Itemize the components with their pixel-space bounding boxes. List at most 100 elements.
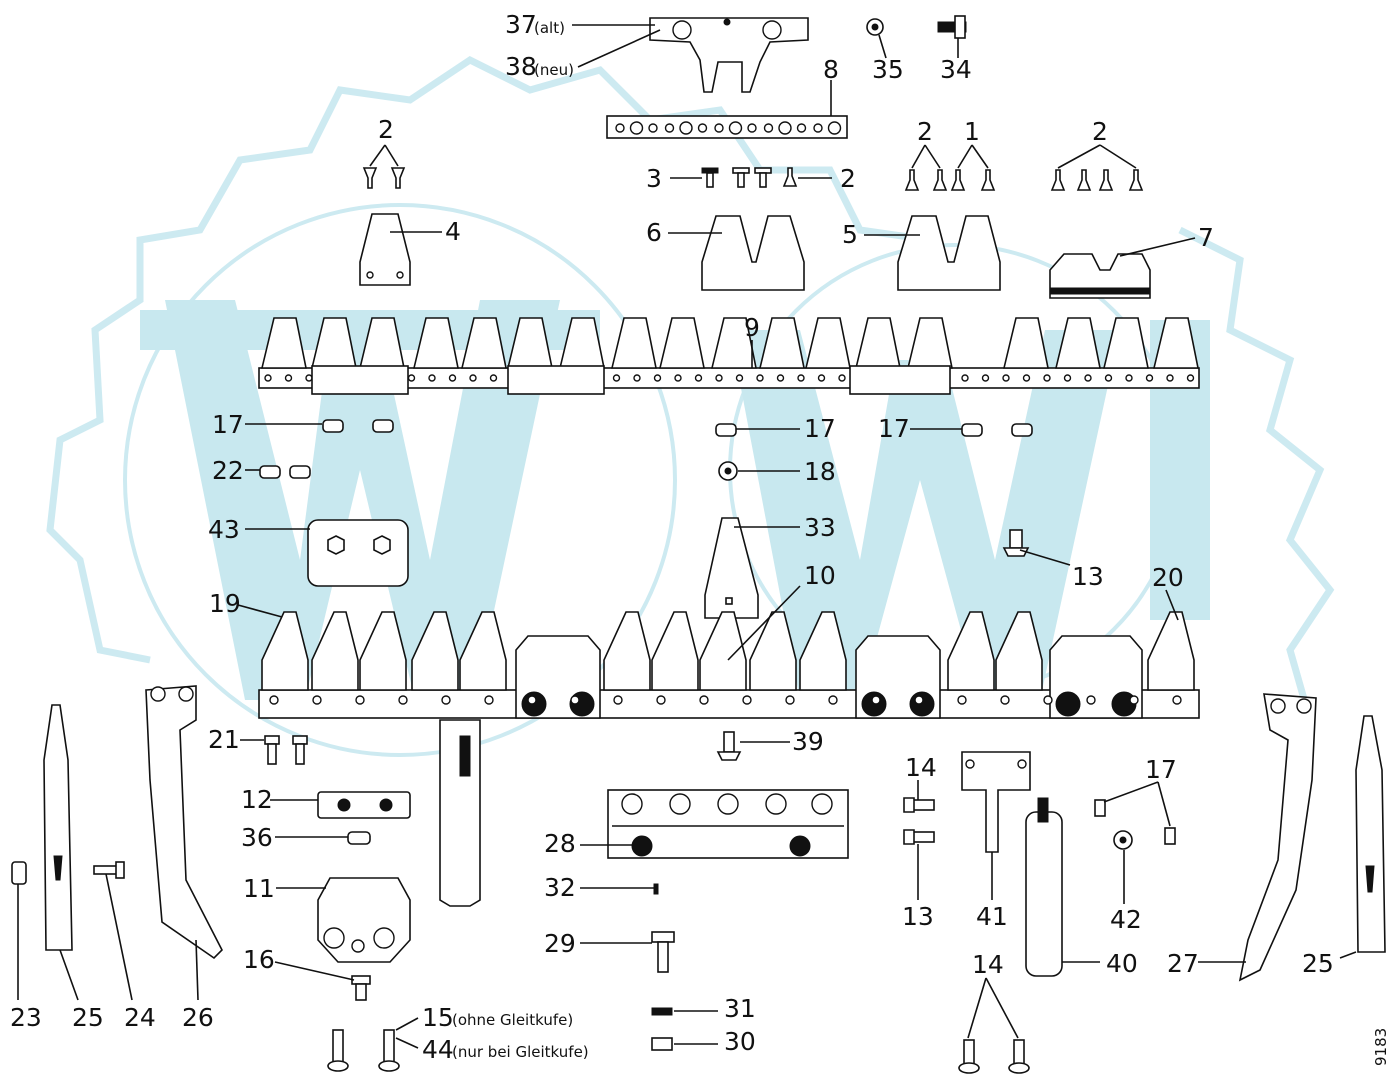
knife-rivet-hole [817, 374, 826, 382]
guard-finger [603, 611, 651, 691]
label-18: 18 [804, 457, 836, 486]
knife-clip-plate [507, 365, 605, 395]
drawing-number: 9183 [1372, 1028, 1390, 1066]
clamp-12 [317, 791, 411, 819]
guard-finger [995, 611, 1043, 691]
knife-rivet-hole [1145, 374, 1154, 382]
guard-finger [947, 611, 995, 691]
label-32: 32 [544, 873, 576, 902]
knife-section [658, 317, 705, 369]
bar-hole [796, 123, 807, 133]
guard-hole [484, 695, 494, 705]
label-2d: 2 [1092, 117, 1108, 146]
guard-hole [269, 695, 279, 705]
bolt-24 [93, 861, 125, 879]
knife-plate-7 [1049, 253, 1151, 299]
label-12: 12 [241, 785, 273, 814]
guard-finger [411, 611, 459, 691]
bar-hole [648, 123, 658, 133]
label-5: 5 [842, 220, 858, 249]
bolt-29 [651, 931, 675, 973]
knife-rivet-hole [428, 374, 436, 382]
guard-clip-nut [909, 691, 935, 717]
label-20: 20 [1152, 563, 1184, 592]
bolts-21 [264, 735, 308, 765]
label-38: 38 [505, 52, 537, 81]
label-1: 1 [964, 117, 980, 146]
rivet-group-3 [701, 167, 798, 188]
knife-section [460, 317, 507, 369]
label-17a: 17 [212, 410, 244, 439]
bar-hole [615, 123, 625, 133]
holder-41 [961, 751, 1031, 853]
label-25b: 25 [1302, 949, 1334, 978]
bolt-16 [351, 975, 371, 1001]
label-14b: 14 [972, 950, 1004, 979]
label-3: 3 [646, 164, 662, 193]
label-29: 29 [544, 929, 576, 958]
guard-finger [311, 611, 359, 691]
guard-finger [749, 611, 797, 691]
knife-back-8 [606, 115, 848, 139]
rivet-group-1-2 [904, 169, 996, 191]
knife-section [260, 317, 307, 369]
knife-rivet-hole [1022, 374, 1031, 382]
guide-11 [317, 877, 411, 963]
knife-rivet-hole [694, 374, 703, 382]
label-15-note: (ohne Gleitkufe) [452, 1011, 573, 1029]
knife-rivet-hole [448, 374, 457, 382]
pin-32 [653, 883, 659, 895]
label-23: 23 [10, 1003, 42, 1032]
label-14a: 14 [905, 753, 937, 782]
guard-hole [914, 695, 924, 705]
guard-hole [527, 695, 537, 705]
knife-rivet-hole [756, 374, 764, 382]
guard-finger [1147, 611, 1195, 691]
knife-rivet-hole [1002, 374, 1010, 382]
bar-hole [679, 121, 693, 135]
ring-left [123, 203, 677, 757]
skid-40 [1025, 797, 1063, 977]
knife-rivet-hole [1125, 374, 1133, 382]
knife-section [906, 317, 953, 369]
label-43: 43 [208, 515, 240, 544]
guard-hole [1000, 695, 1010, 705]
guard-finger [651, 611, 699, 691]
nuts-17-22 [259, 419, 1033, 479]
knife-rivet-hole [284, 374, 293, 382]
knife-rivet-hole [489, 374, 498, 382]
knife-rivet-hole [653, 374, 662, 382]
knife-rivet-hole [264, 374, 272, 382]
label-10: 10 [804, 561, 836, 590]
clip-31 [651, 1007, 673, 1016]
plate-28 [607, 789, 849, 859]
label-7: 7 [1198, 223, 1214, 252]
label-6: 6 [646, 218, 662, 247]
bar-hole [728, 121, 743, 135]
bar-hole [778, 121, 792, 135]
knife-rivet-hole [715, 374, 723, 382]
knife-section [804, 317, 851, 369]
label-35: 35 [872, 55, 904, 84]
guard-hole [785, 695, 795, 705]
knife-rivet-hole [674, 374, 682, 382]
label-28: 28 [544, 829, 576, 858]
label-30: 30 [724, 1027, 756, 1056]
label-39: 39 [792, 727, 824, 756]
knife-rivet-hole [838, 374, 846, 382]
knife-arm [439, 719, 481, 907]
guard-finger [799, 611, 847, 691]
guard-finger [359, 611, 407, 691]
arm-26 [145, 685, 223, 960]
label-11: 11 [243, 874, 275, 903]
knife-rivet-hole [776, 374, 785, 382]
label-16: 16 [243, 945, 275, 974]
knife-rivet-hole [1166, 374, 1174, 382]
label-37-note: (alt) [534, 19, 565, 37]
nut-36 [347, 831, 371, 845]
gear-logo-watermark [46, 55, 1335, 757]
guard-hole [742, 695, 752, 705]
guard-hole [441, 695, 451, 705]
plate-43 [307, 519, 409, 587]
rivet-group-2-right [1050, 169, 1144, 191]
